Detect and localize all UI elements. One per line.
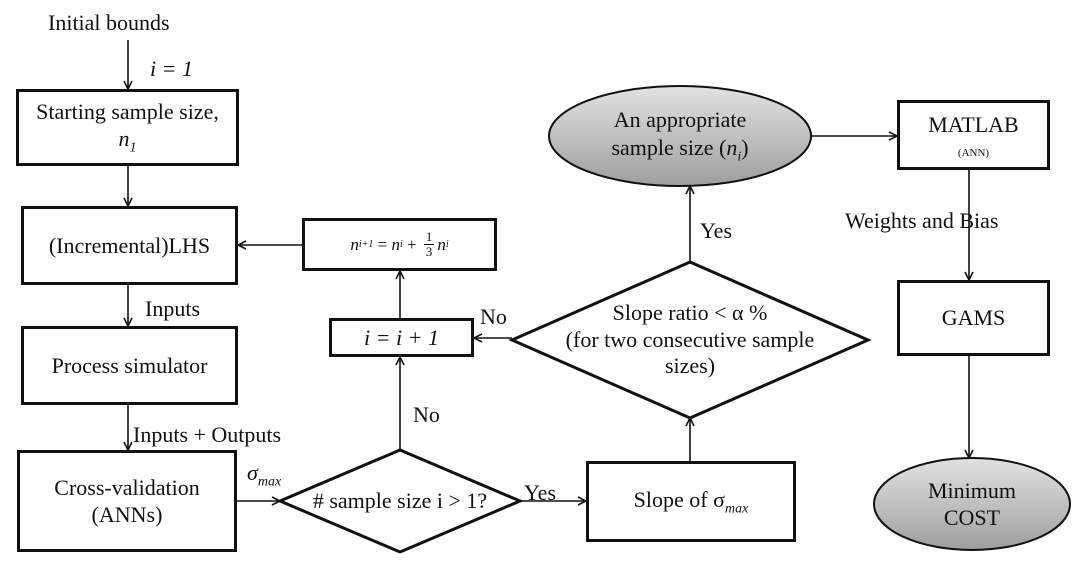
process-simulator-box: Process simulator (21, 326, 238, 405)
incremental-lhs-label: (Incremental)LHS (48, 232, 211, 258)
edge-label-inputs-outputs: Inputs + Outputs (133, 422, 282, 447)
initial-iteration-label: i = 1 (150, 56, 193, 81)
slope-box: Slope of σmax (586, 461, 796, 542)
starting-sample-size-variable: n1 (118, 126, 137, 156)
edge-label-yes-to-appropriate: Yes (700, 218, 733, 243)
starting-sample-size-label: Starting sample size, (36, 98, 219, 124)
increment-box: i = i + 1 (329, 318, 474, 357)
process-simulator-label: Process simulator (51, 352, 208, 378)
sample-size-decision-label: # sample size i > 1? (312, 488, 488, 514)
edge-label-sigma-max: σmax (247, 460, 282, 490)
increment-label: i = i + 1 (364, 324, 439, 350)
gams-box: GAMS (897, 280, 1050, 356)
minimum-cost-label: Minimum COST (927, 477, 1016, 531)
initial-bounds-label: Initial bounds (48, 10, 170, 35)
edge-label-yes-to-slope: Yes (524, 480, 557, 505)
edge-label-inputs: Inputs (145, 296, 200, 321)
edge-label-weights-and-bias: Weights and Bias (845, 208, 999, 233)
starting-sample-size-box: Starting sample size, n1 (16, 89, 239, 166)
slope-ratio-decision-label: Slope ratio < α % (for two consecutive s… (565, 299, 815, 379)
cross-validation-sublabel: (ANNs) (91, 502, 163, 527)
matlab-subtitle: (ANN) (957, 146, 990, 159)
slope-label: Slope of σmax (633, 486, 749, 516)
one-third-fraction: 1 3 (423, 229, 435, 259)
appropriate-sample-size-label: An appropriate sample size (ni) (611, 107, 749, 165)
edge-label-no-from-ratio: No (480, 304, 507, 329)
matlab-title: MATLAB (928, 112, 1019, 138)
matlab-box: MATLAB (ANN) (897, 100, 1050, 170)
incremental-lhs-box: (Incremental)LHS (21, 206, 238, 285)
sample-size-decision-diamond (276, 448, 524, 554)
cross-validation-box: Cross-validation (ANNs) (17, 450, 237, 552)
cross-validation-label: Cross-validation (54, 474, 200, 500)
edge-label-no-to-increment: No (413, 402, 440, 427)
gams-label: GAMS (941, 305, 1006, 331)
